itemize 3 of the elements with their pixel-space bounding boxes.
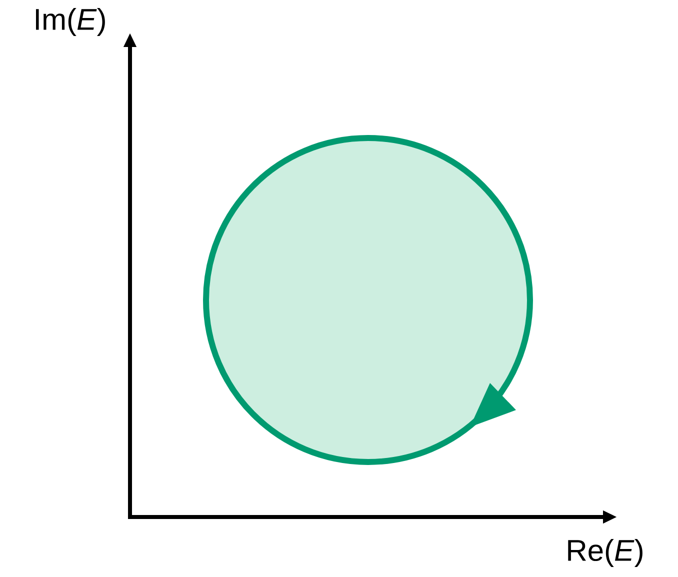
axis-label: Im(E) — [36, 8, 105, 36]
circle — [203, 135, 533, 465]
axis-label: Re(E) — [568, 539, 642, 567]
